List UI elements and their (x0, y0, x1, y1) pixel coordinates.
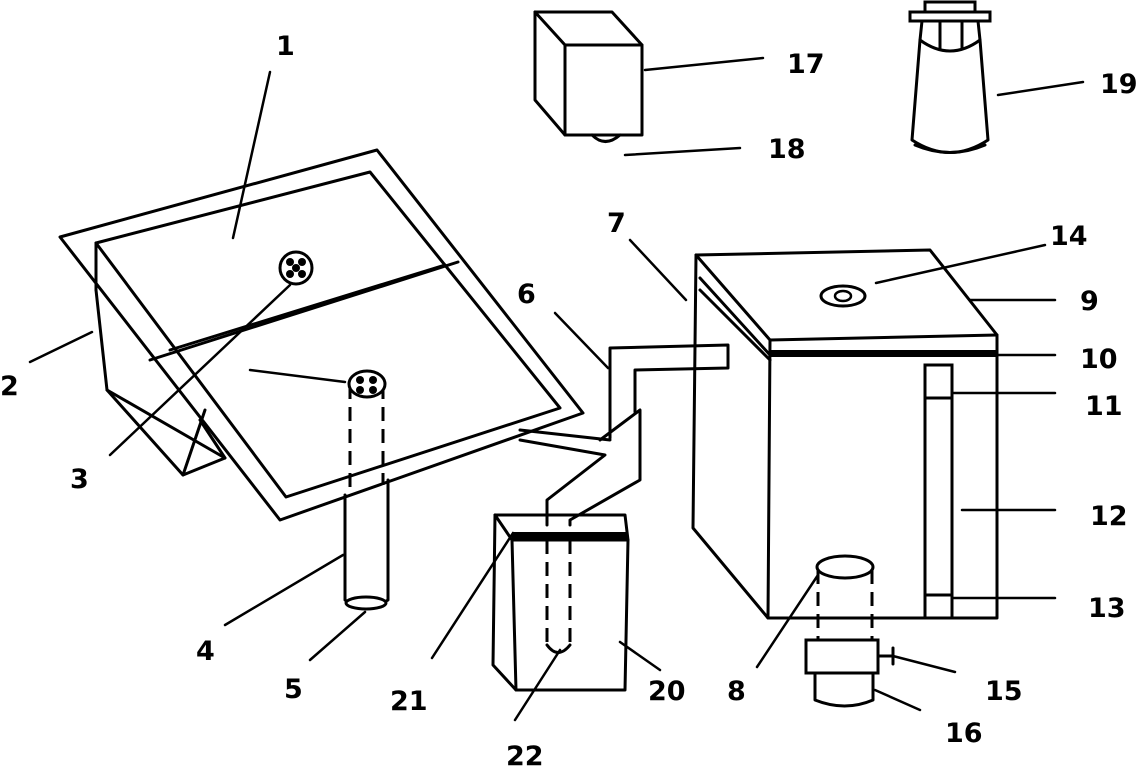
outlet-fitting (804, 554, 895, 708)
label-22: 22 (506, 741, 544, 767)
label-8: 8 (727, 676, 746, 707)
label-12: 12 (1090, 501, 1128, 532)
label-5: 5 (284, 674, 303, 705)
part-labels: 1 2 3 4 5 6 7 8 9 10 11 12 13 14 15 16 1… (0, 31, 1138, 767)
label-20: 20 (648, 676, 686, 707)
label-4: 4 (196, 636, 215, 667)
main-tank (691, 248, 999, 620)
label-19: 19 (1100, 69, 1138, 100)
label-16: 16 (945, 718, 983, 749)
collector-panel (58, 148, 585, 522)
label-2: 2 (0, 371, 19, 402)
label-7: 7 (607, 208, 626, 239)
label-11: 11 (1085, 391, 1123, 422)
label-1: 1 (276, 31, 295, 62)
label-17: 17 (787, 49, 825, 80)
label-9: 9 (1080, 286, 1099, 317)
support-pipe (343, 369, 390, 611)
label-18: 18 (768, 134, 806, 165)
label-3: 3 (70, 464, 89, 495)
panel-vent-top (278, 250, 314, 286)
label-6: 6 (517, 279, 536, 310)
small-tank (491, 513, 630, 692)
leader-lines (28, 56, 1085, 722)
label-14: 14 (1050, 221, 1088, 252)
box-unit (533, 10, 644, 143)
lamp-unit (908, 0, 992, 154)
label-21: 21 (390, 686, 428, 717)
label-10: 10 (1080, 344, 1118, 375)
label-15: 15 (985, 676, 1023, 707)
label-13: 13 (1088, 593, 1126, 624)
connecting-pipes (518, 343, 730, 527)
